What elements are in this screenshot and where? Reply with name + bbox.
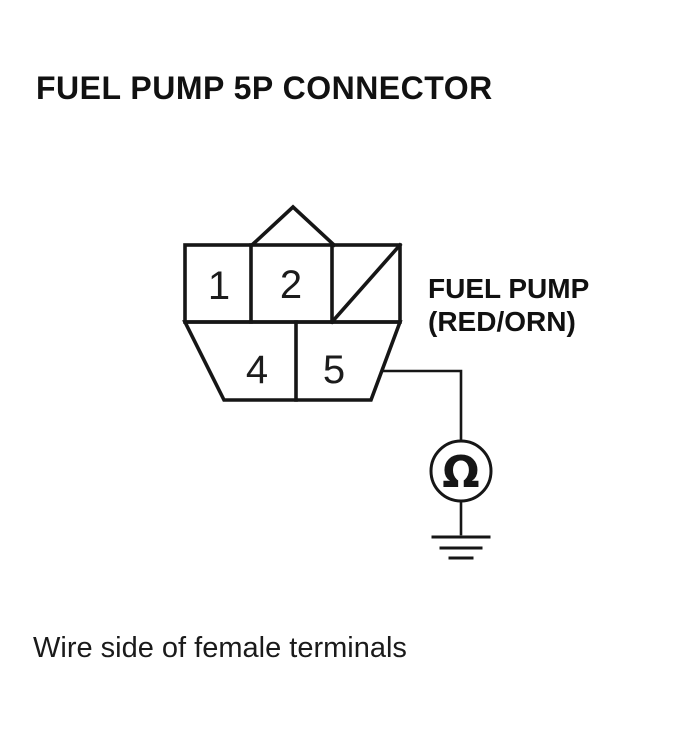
ground-icon	[431, 535, 491, 560]
pin-5-label: 5	[323, 348, 345, 392]
pin-2-label: 2	[280, 263, 302, 307]
caption-wire-side: Wire side of female terminals	[33, 632, 407, 664]
wire-label-line1: FUEL PUMP	[428, 273, 590, 304]
ohmmeter-omega-symbol: Ω	[442, 447, 479, 498]
connector-key-triangle-icon	[249, 204, 337, 248]
pin-4-label: 4	[246, 348, 268, 392]
test-wire	[380, 369, 463, 443]
connector-bottom-row	[182, 320, 403, 402]
unused-pin-slash-icon	[329, 242, 403, 325]
wire-label-line2: (RED/ORN)	[428, 306, 576, 337]
pin-1-label: 1	[208, 264, 230, 308]
fuel-pump-wire-label: FUEL PUMP (RED/ORN)	[428, 272, 589, 338]
diagram-title: FUEL PUMP 5P CONNECTOR	[36, 70, 493, 106]
